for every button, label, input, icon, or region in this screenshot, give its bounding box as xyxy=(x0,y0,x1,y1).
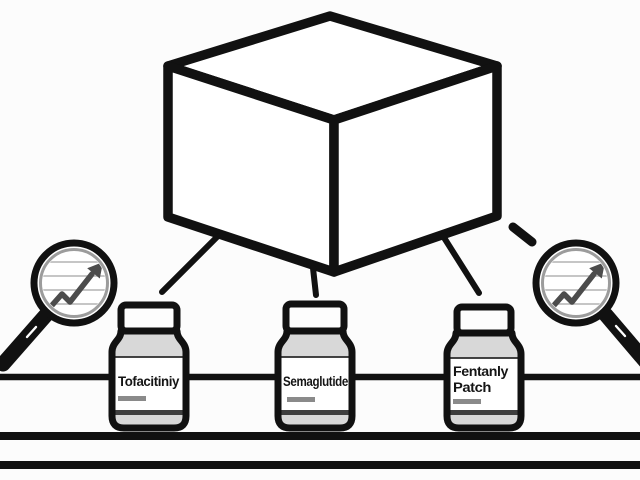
label-bottom-strip xyxy=(115,410,183,415)
dashed-connector-segment xyxy=(508,222,537,247)
connector-line-middle xyxy=(310,265,319,298)
magnifier-lens-left xyxy=(34,243,114,323)
magnifier-handle-right xyxy=(598,307,640,367)
bottle-label-text-line2: Patch xyxy=(453,380,491,395)
handle-highlight xyxy=(25,325,38,339)
connector-line-left xyxy=(159,233,221,295)
bottle-label-text: Tofacitiniy xyxy=(118,374,180,389)
bottle-label-text: Semaglutide xyxy=(283,374,349,389)
label-bar xyxy=(287,397,315,402)
label-bottom-strip xyxy=(281,410,349,415)
box-to-bottle-connectors xyxy=(159,233,482,298)
handle-highlight xyxy=(614,324,627,338)
label-bar xyxy=(118,396,146,401)
pill-bottle-semaglutide: Semaglutide xyxy=(274,300,356,432)
label-bar xyxy=(453,399,481,404)
pill-bottle-tofacitinib: Tofacitiniy xyxy=(108,301,190,432)
box-right-face xyxy=(329,61,502,277)
shipping-box-icon xyxy=(163,11,502,277)
label-bottom-strip xyxy=(450,410,518,415)
connector-line-right xyxy=(440,233,482,296)
bottle-label xyxy=(115,357,183,410)
bottle-cap xyxy=(117,301,181,335)
bottle-label-text-line1: Fentanly xyxy=(453,364,509,379)
magnifier-trend-chart-icon-right xyxy=(536,243,640,367)
bottle-cap xyxy=(453,303,515,337)
bottle-cap xyxy=(282,300,348,335)
magnifier-lens-right xyxy=(536,243,616,323)
magnifier-handle-left xyxy=(0,307,54,372)
magnifier-trend-chart-icon-left xyxy=(0,243,114,372)
pill-bottle-fentanyl-patch: Fentanly Patch xyxy=(443,303,525,432)
